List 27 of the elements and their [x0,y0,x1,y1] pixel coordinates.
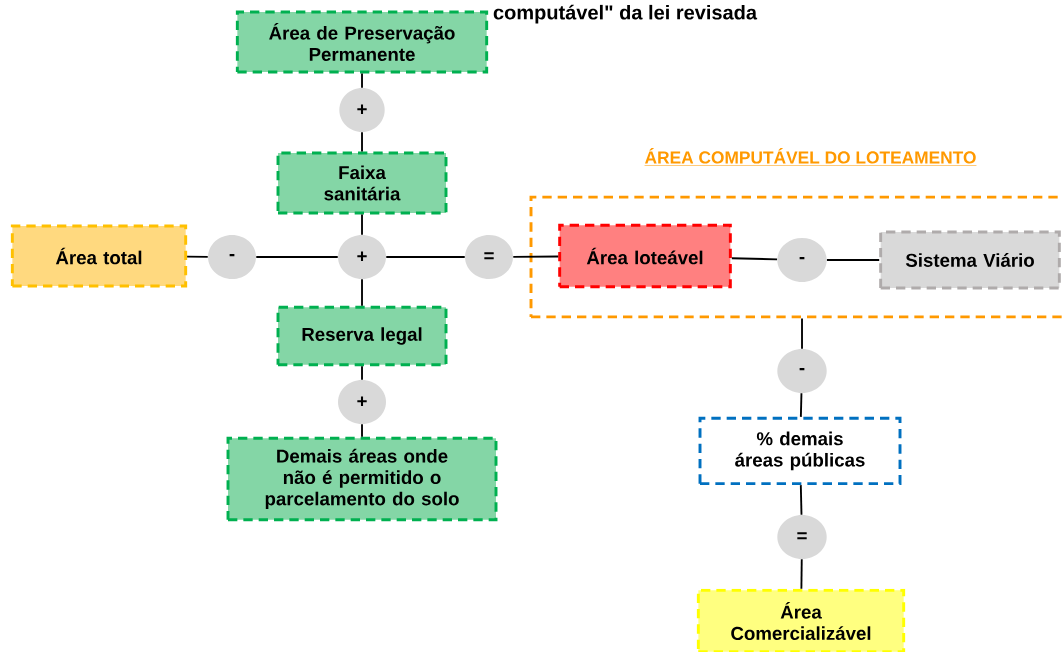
process-box: Área Comercializável [696,588,906,652]
connector-line [361,131,363,153]
connector-line [512,255,560,258]
connector-line [186,255,209,258]
process-box: Área loteável [558,223,732,289]
process-box: Sistema Viário [879,230,1061,290]
connector-line [361,72,363,89]
connector-line [730,257,778,261]
connector-line [255,256,339,258]
connector-line [800,558,803,590]
connector-line [385,256,466,258]
connector-line [799,392,803,418]
connector-line [801,317,803,350]
process-box: Faixa sanitária [276,151,448,215]
connector-line [361,423,363,438]
connector-line [361,213,363,236]
process-box: Área de Preservação Permanente [235,10,489,74]
process-box: Reserva legal [276,305,448,367]
connector-line [361,365,363,381]
group-heading: ÁREA COMPUTÁVEL DO LOTEAMENTO [644,148,977,166]
connector-line [799,484,803,516]
connector-line [361,278,363,307]
process-box: Demais áreas onde não é permitido o parcelamento do solo [226,436,498,522]
process-box: % demais áreas públicas [698,416,902,486]
title: computável" da lei revisada [493,4,758,24]
connector-line [826,259,881,261]
process-box: Área total [10,224,188,288]
